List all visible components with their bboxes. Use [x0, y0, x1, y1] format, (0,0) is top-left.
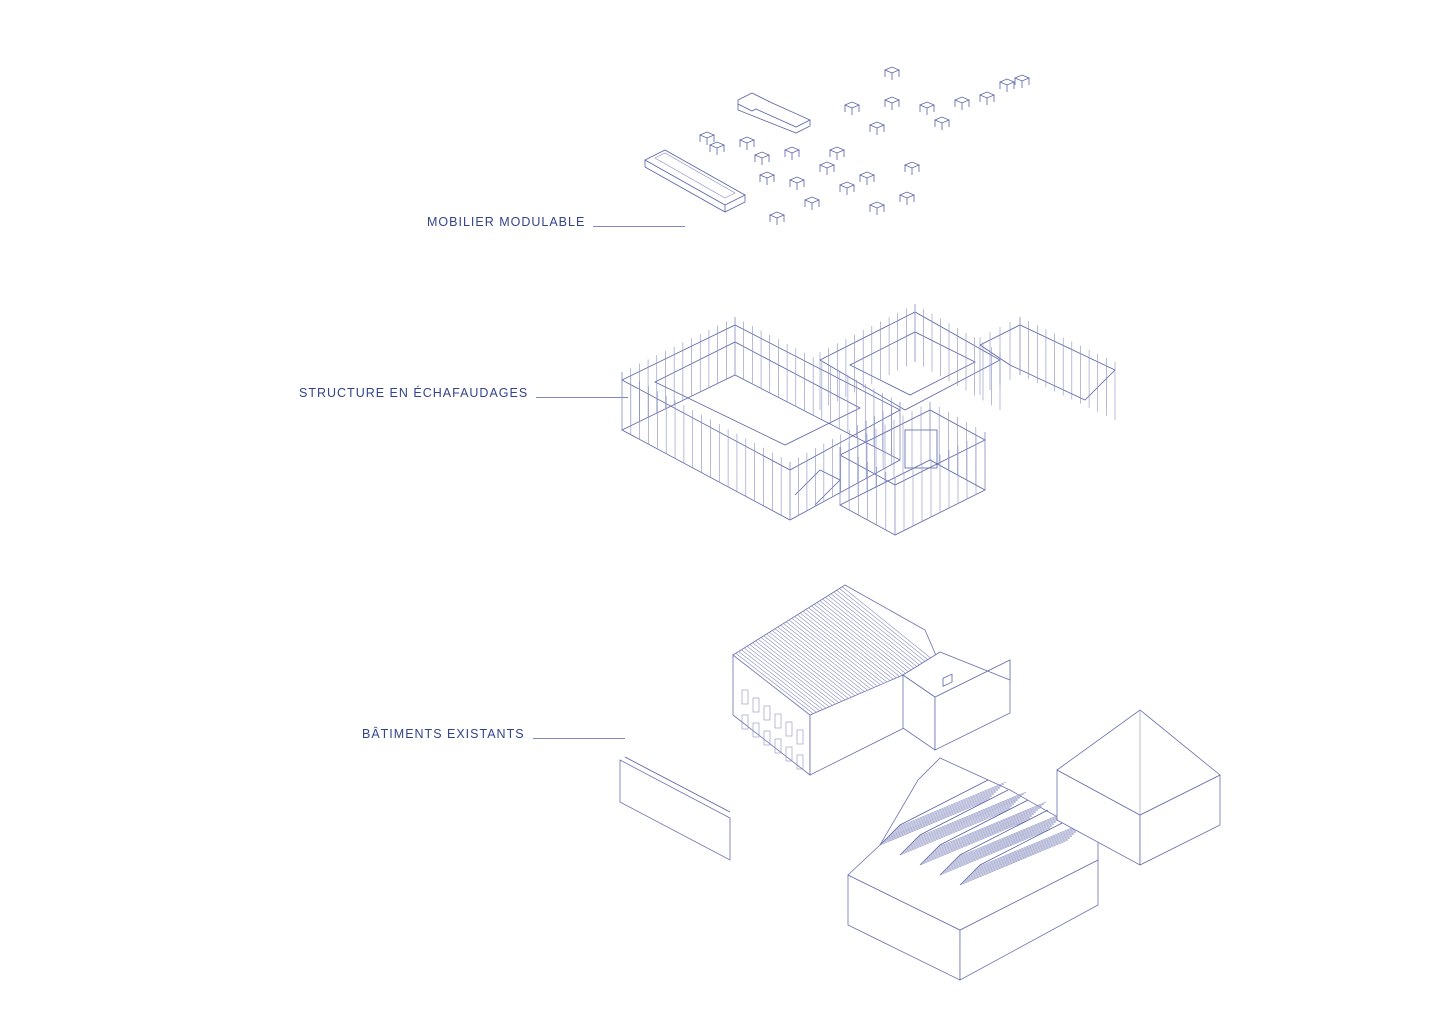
furniture-piece	[803, 196, 821, 210]
scaffolding-layer	[621, 304, 1116, 536]
furniture-piece	[883, 66, 901, 80]
furniture-piece	[903, 161, 921, 175]
furniture-piece	[788, 176, 806, 190]
furniture-piece	[738, 136, 756, 150]
label-furniture-layer: MOBILIER MODULABLE	[427, 215, 686, 229]
furniture-piece	[783, 146, 801, 160]
furniture-piece	[698, 131, 716, 145]
sawtooth-hall	[847, 757, 1099, 981]
long-bench	[644, 149, 746, 213]
pavilion	[1056, 709, 1221, 866]
furniture-piece	[978, 91, 996, 105]
furniture-piece	[758, 171, 776, 185]
label-scaffolding-layer: STRUCTURE EN ÉCHAFAUDAGES	[299, 386, 629, 400]
label-text: STRUCTURE EN ÉCHAFAUDAGES	[299, 386, 529, 400]
furniture-piece	[768, 211, 786, 225]
furniture-piece	[843, 101, 861, 115]
label-buildings-layer: BÂTIMENTS EXISTANTS	[362, 727, 625, 741]
furniture-piece	[818, 161, 836, 175]
label-text: MOBILIER MODULABLE	[427, 215, 586, 229]
furniture-piece	[883, 96, 901, 110]
furniture-piece	[1013, 74, 1031, 88]
furniture-piece	[753, 151, 771, 165]
buildings-layer	[619, 584, 1221, 981]
furniture-layer	[644, 66, 1031, 225]
main-building	[732, 584, 939, 776]
furniture-piece	[828, 146, 846, 160]
freestanding-wall	[619, 756, 731, 861]
furniture-piece	[933, 116, 951, 130]
furniture-piece	[918, 101, 936, 115]
furniture-piece	[858, 171, 876, 185]
furniture-piece	[898, 191, 916, 205]
furniture-piece	[838, 181, 856, 195]
furniture-piece	[868, 201, 886, 215]
label-text: BÂTIMENTS EXISTANTS	[362, 727, 525, 741]
furniture-piece	[953, 96, 971, 110]
leader-line	[536, 396, 629, 398]
annex-building	[902, 651, 1011, 751]
furniture-piece	[708, 141, 726, 155]
l-shaped-bench	[737, 92, 811, 134]
leader-line	[532, 737, 625, 739]
furniture-piece	[998, 78, 1016, 92]
leader-line	[593, 225, 686, 227]
furniture-piece	[868, 121, 886, 135]
